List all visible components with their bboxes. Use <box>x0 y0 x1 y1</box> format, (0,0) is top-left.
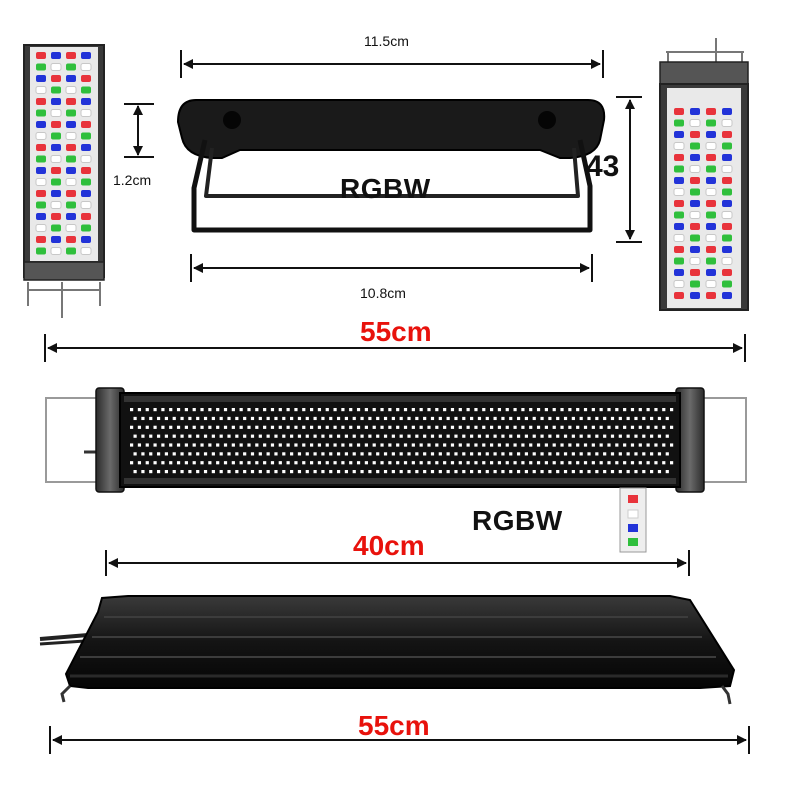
light-bar-front-view <box>45 387 747 493</box>
thickness-label: 1.2cm <box>113 172 152 188</box>
led-grid-left <box>35 52 92 255</box>
length-bottom-dimension-arrow <box>49 726 750 754</box>
rgbw-bracket-label: RGBW <box>340 173 431 204</box>
led-grid-right <box>673 108 733 299</box>
length-top-dimension-arrow <box>44 334 746 362</box>
rgbw-front-label: RGBW <box>472 505 563 536</box>
led-strip-left-icon <box>23 44 105 318</box>
bracket-inner-width-label: 10.8cm <box>360 285 406 301</box>
mounting-bracket-icon <box>176 99 606 233</box>
led-strip-right-icon <box>659 38 749 311</box>
length-bottom-label: 55cm <box>358 710 430 741</box>
bracket-inner-width-dimension-arrow <box>190 254 593 282</box>
height-label: 43 <box>586 150 620 183</box>
height-dimension-arrow <box>616 96 642 243</box>
length-top-label: 55cm <box>360 316 432 347</box>
thickness-dimension-arrow <box>124 103 154 158</box>
bracket-width-dimension-arrow <box>180 50 604 78</box>
light-bar-perspective-view <box>39 595 736 705</box>
inner-length-label: 40cm <box>353 530 425 561</box>
bracket-width-label: 11.5cm <box>364 33 409 49</box>
inner-length-dimension-arrow <box>105 550 690 576</box>
led-chip-sample-icon <box>619 487 647 553</box>
led-array-front <box>130 408 674 474</box>
